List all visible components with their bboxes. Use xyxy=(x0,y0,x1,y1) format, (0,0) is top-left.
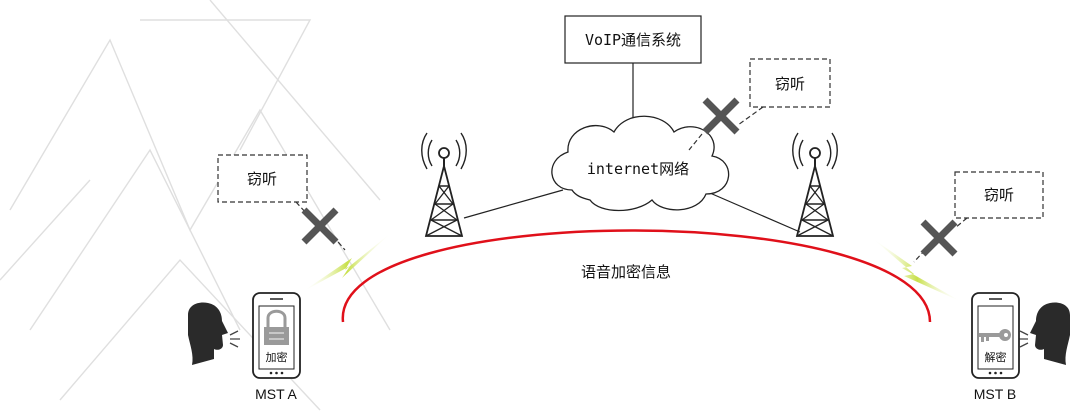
phone-a-action: 加密 xyxy=(266,350,288,364)
voip-system-label: VoIP通信系统 xyxy=(585,31,681,49)
link-left-tower xyxy=(463,189,564,219)
eavesdrop-right: 窃听 xyxy=(913,171,1044,263)
internet-cloud: internet网络 xyxy=(551,115,730,212)
eavesdrop-left-label: 窃听 xyxy=(247,170,277,188)
phone-a-icon: 加密 xyxy=(252,292,301,379)
phone-b-icon: 解密 xyxy=(971,292,1020,379)
wireless-bolt-left-icon xyxy=(302,232,392,292)
eavesdrop-top-label: 窃听 xyxy=(775,75,805,93)
speaker-b-icon xyxy=(1018,302,1070,365)
key-icon xyxy=(979,329,1011,342)
eavesdrop-right-label: 窃听 xyxy=(984,186,1014,204)
encrypted-voice-arc xyxy=(341,229,932,323)
lock-icon xyxy=(266,309,287,327)
network-label: internet网络 xyxy=(587,160,689,178)
blocked-cross-icon xyxy=(923,222,955,254)
terminal-a-label: MST A xyxy=(255,386,297,402)
eavesdrop-top: 窃听 xyxy=(688,58,831,151)
speaker-a-icon xyxy=(188,302,240,365)
left-tower-icon xyxy=(420,132,468,237)
link-right-tower xyxy=(702,189,801,233)
voip-system: VoIP通信系统 xyxy=(564,15,702,64)
phone-b-action: 解密 xyxy=(985,350,1007,364)
terminal-b-label: MST B xyxy=(974,386,1017,402)
blocked-cross-icon xyxy=(304,210,336,242)
right-tower-icon xyxy=(791,132,839,237)
wireless-bolt-right-icon xyxy=(872,238,962,302)
eavesdrop-left: 窃听 xyxy=(217,154,346,251)
encrypted-voice-label: 语音加密信息 xyxy=(581,263,671,281)
blocked-cross-icon xyxy=(705,100,737,132)
